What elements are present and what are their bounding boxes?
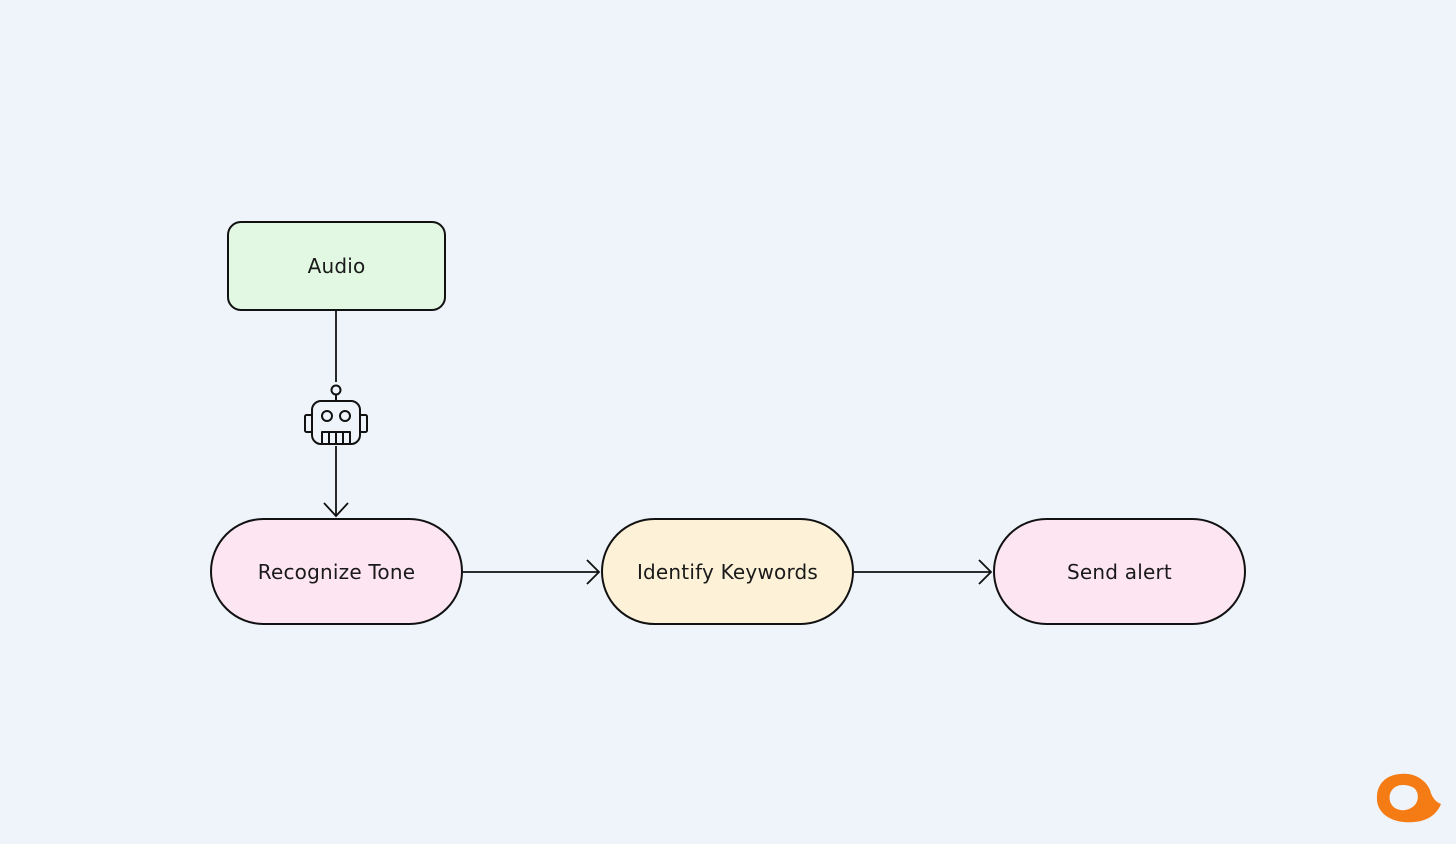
node-send-alert: Send alert (993, 518, 1246, 625)
node-send-alert-label: Send alert (1067, 559, 1172, 584)
node-recognize-tone: Recognize Tone (210, 518, 463, 625)
brand-logo-icon (1376, 773, 1441, 823)
edge-recognize-tone-to-identify-keywords (463, 559, 601, 585)
edge-identify-keywords-to-send-alert (854, 559, 993, 585)
node-identify-keywords-label: Identify Keywords (636, 559, 819, 584)
edge-audio-to-recognize-tone (323, 311, 349, 518)
node-audio: Audio (227, 221, 446, 311)
node-identify-keywords: Identify Keywords (601, 518, 854, 625)
node-audio-label: Audio (307, 254, 366, 278)
node-recognize-tone-label: Recognize Tone (257, 559, 416, 584)
robot-icon (304, 384, 368, 445)
